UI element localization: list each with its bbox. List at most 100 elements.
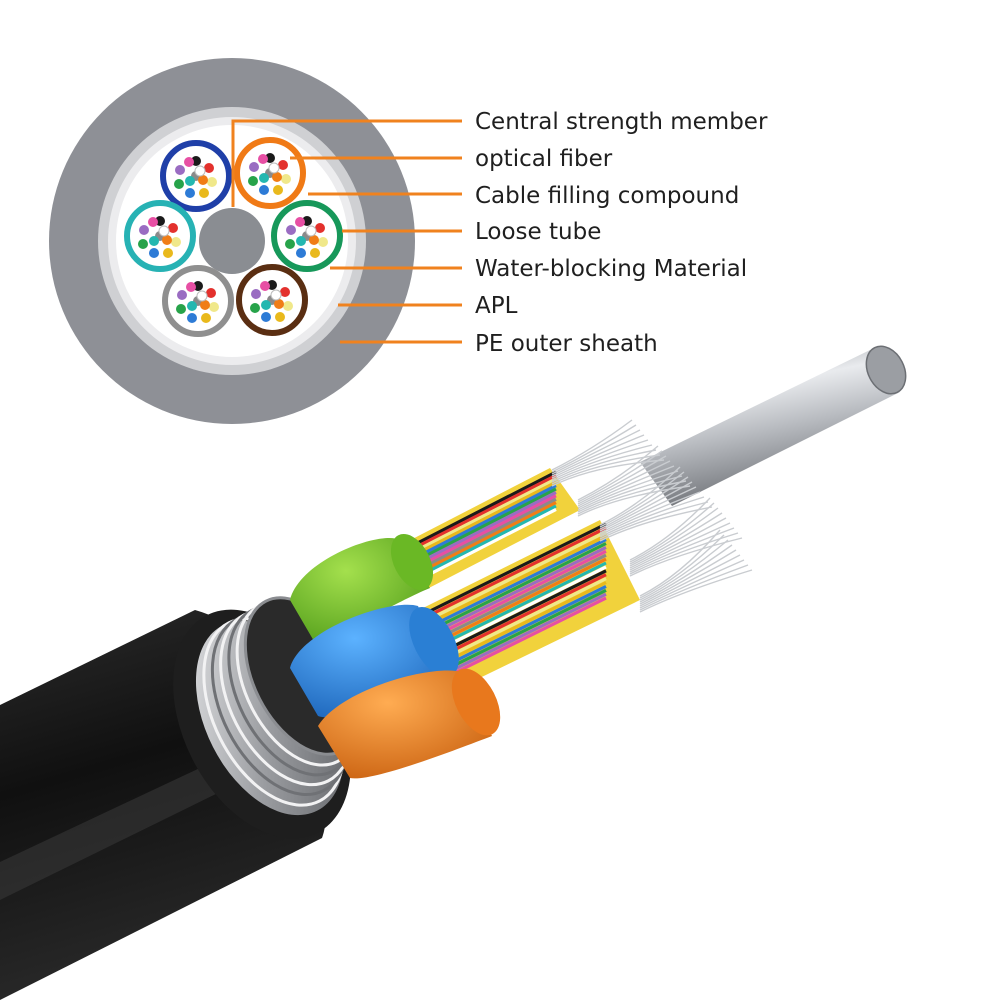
bare-fiber	[551, 419, 633, 471]
fiber-stripe	[399, 477, 557, 561]
central-strength-member-core	[199, 208, 265, 274]
bare-fiber	[639, 529, 721, 597]
fiber-stripe	[419, 538, 607, 634]
optical-fiber-dot	[175, 165, 185, 175]
bare-fiber	[577, 460, 671, 507]
bare-fiber	[639, 569, 753, 613]
bare-fiber	[629, 522, 731, 571]
fiber-stripe	[419, 549, 607, 645]
optical-fiber-dot	[272, 172, 282, 182]
optical-fiber-dot	[286, 225, 296, 235]
fiber-stripe	[399, 470, 557, 554]
bare-fiber	[577, 475, 683, 513]
label-cable-filling-compound: Cable filling compound	[475, 183, 739, 209]
loose-tube-orange-end	[451, 668, 501, 736]
optical-fiber-dot	[196, 290, 208, 302]
loose-tube-orange	[318, 670, 492, 779]
optical-fiber-dot	[185, 176, 195, 186]
bare-fiber	[577, 450, 663, 503]
optical-fiber-dot	[295, 217, 305, 227]
bare-fiber	[639, 539, 729, 601]
optical-fiber-dot	[259, 173, 269, 183]
cable-3d-illustration	[0, 345, 907, 1000]
bare-fiber	[551, 429, 641, 475]
bare-fiber	[551, 459, 665, 487]
optical-fiber-dot	[138, 239, 148, 249]
bare-fiber	[629, 537, 743, 577]
optical-fiber-dot	[209, 302, 219, 312]
optical-fiber-dot	[158, 225, 170, 237]
optical-fiber-dot	[281, 174, 291, 184]
bare-fiber	[629, 517, 727, 569]
loose-tubes	[124, 137, 343, 337]
bare-fiber	[551, 444, 653, 481]
optical-fiber-dot	[275, 312, 285, 322]
loose-tube-blue-end	[409, 606, 459, 678]
bare-fiber	[551, 424, 637, 473]
optical-fiber-dot	[187, 301, 197, 311]
optical-fiber-dot	[273, 185, 283, 195]
optical-fiber-dot	[296, 248, 306, 258]
optical-fiber-dot	[184, 157, 194, 167]
bare-fiber	[629, 497, 711, 561]
optical-fiber-dot	[149, 248, 159, 258]
fiber-stripe	[419, 534, 607, 630]
bare-fiber	[577, 445, 659, 501]
fiber-stripe	[419, 542, 607, 637]
bare-fiber	[599, 491, 701, 536]
optical-fiber-dot	[148, 217, 158, 227]
bare-fiber	[639, 534, 725, 599]
optical-fiber-dot	[201, 313, 211, 323]
central-strength-rod	[640, 350, 900, 506]
optical-fiber-dot	[176, 304, 186, 314]
optical-fiber-dot	[318, 237, 328, 247]
optical-fiber-dot	[261, 300, 271, 310]
optical-fiber-dot	[163, 248, 173, 258]
optical-fiber-dot	[261, 312, 271, 322]
optical-fiber-dot	[258, 154, 268, 164]
bare-fiber	[577, 465, 675, 509]
bare-fiber	[577, 480, 687, 515]
optical-fiber-dot	[270, 289, 282, 301]
optical-fiber-dot	[200, 300, 210, 310]
label-optical-fiber: optical fiber	[475, 146, 613, 172]
bare-fiber	[639, 549, 737, 605]
optical-fiber-dot	[305, 225, 317, 237]
optical-fiber-dot	[194, 165, 206, 177]
bare-fiber-tips	[551, 419, 753, 613]
label-water-blocking-material: Water-blocking Material	[475, 256, 747, 282]
optical-fiber-dot	[309, 235, 319, 245]
bare-fiber	[599, 486, 697, 534]
bare-fiber	[577, 455, 667, 505]
fiber-stripe	[419, 526, 607, 622]
bare-fiber	[599, 496, 705, 538]
bare-fiber	[629, 507, 719, 565]
leader-lines	[231, 119, 462, 344]
optical-fiber-dot	[260, 281, 270, 291]
fiber-stripe	[399, 480, 557, 564]
optical-fiber-dot	[280, 287, 290, 297]
bare-fiber	[629, 527, 735, 573]
bare-fiber	[551, 449, 657, 483]
bare-fiber	[577, 470, 679, 511]
label-apl: APL	[475, 293, 518, 319]
bare-fiber	[629, 502, 715, 563]
optical-fiber-dot	[315, 223, 325, 233]
optical-fiber-dot	[198, 175, 208, 185]
bare-fiber	[551, 434, 645, 477]
optical-fiber-dot	[283, 301, 293, 311]
optical-fiber-dot	[278, 160, 288, 170]
leader-line-central-strength-member	[231, 119, 462, 207]
bare-fiber	[599, 501, 709, 540]
bare-fiber	[551, 454, 661, 485]
fiber-stripe	[399, 473, 557, 557]
bare-fiber	[639, 554, 741, 607]
optical-fiber-dot	[285, 239, 295, 249]
optical-fiber-dot	[268, 162, 280, 174]
optical-fiber-dot	[171, 237, 181, 247]
optical-fiber-dot	[249, 162, 259, 172]
fiber-stripe	[419, 530, 607, 626]
bare-fiber	[599, 471, 685, 528]
optical-fiber-dot	[162, 235, 172, 245]
